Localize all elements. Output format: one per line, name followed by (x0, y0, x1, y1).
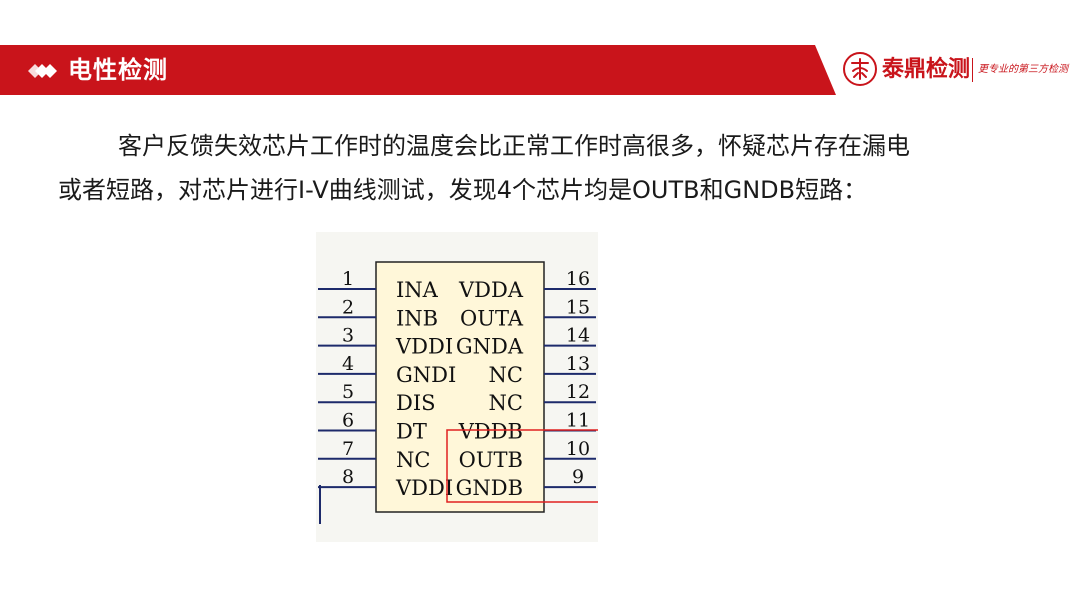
right-pin-label: NC (489, 363, 523, 387)
left-pin-number: 2 (342, 296, 354, 318)
brand-divider (972, 58, 973, 82)
left-pin-label: INB (396, 306, 438, 330)
right-pin-number: 12 (566, 381, 590, 403)
section-title: 电性检测 (68, 56, 168, 84)
left-pin-label: DIS (396, 391, 436, 415)
right-pin-label: GNDA (456, 335, 524, 359)
right-pin-label: OUTA (460, 306, 524, 330)
right-pin-label: OUTB (459, 448, 523, 472)
left-pin-label: NC (396, 448, 430, 472)
right-pin-number: 13 (566, 353, 590, 375)
brand-name: 泰鼎检测 (882, 57, 971, 82)
right-pin-number: 14 (566, 325, 590, 347)
left-pin-label: DT (396, 420, 427, 444)
right-pin-number: 10 (566, 438, 590, 460)
section-header-band (0, 45, 836, 95)
left-pin-label: VDDI (395, 335, 453, 359)
paragraph-line-1: 客户反馈失效芯片工作时的温度会比正常工作时高很多，怀疑芯片存在漏电 (118, 132, 910, 160)
chip-body (375, 261, 545, 513)
right-pin-label: GNDB (456, 476, 523, 500)
left-pin-label: GNDI (396, 363, 456, 387)
right-pin-label: VDDB (458, 420, 523, 444)
left-pin-number: 3 (342, 325, 354, 347)
right-pin-label: VDDA (458, 278, 524, 302)
right-pin-number: 16 (566, 268, 590, 290)
left-pin-number: 8 (342, 466, 354, 488)
body-paragraph: 客户反馈失效芯片工作时的温度会比正常工作时高很多，怀疑芯片存在漏电 或者短路，对… (58, 124, 1033, 212)
right-pin-label: NC (489, 391, 523, 415)
diamond-icon (28, 64, 57, 78)
right-pin-number: 9 (572, 466, 584, 488)
right-pin-number: 11 (566, 410, 590, 432)
left-pin-number: 6 (342, 410, 354, 432)
paragraph-line-2: 或者短路，对芯片进行I-V曲线测试，发现4个芯片均是OUTB和GNDB短路： (58, 176, 868, 204)
left-pin-number: 1 (342, 268, 354, 290)
left-pin-label: VDDI (395, 476, 453, 500)
brand-seal-logo (843, 52, 877, 86)
left-pin-number: 5 (342, 381, 354, 403)
right-pin-number: 15 (566, 296, 590, 318)
brand-slogan: 更专业的第三方检测 (978, 64, 1068, 75)
left-pin-label: INA (396, 278, 439, 302)
left-pin-number: 4 (342, 353, 354, 375)
short-highlight-box (446, 429, 598, 503)
left-pin-number: 7 (342, 438, 354, 460)
